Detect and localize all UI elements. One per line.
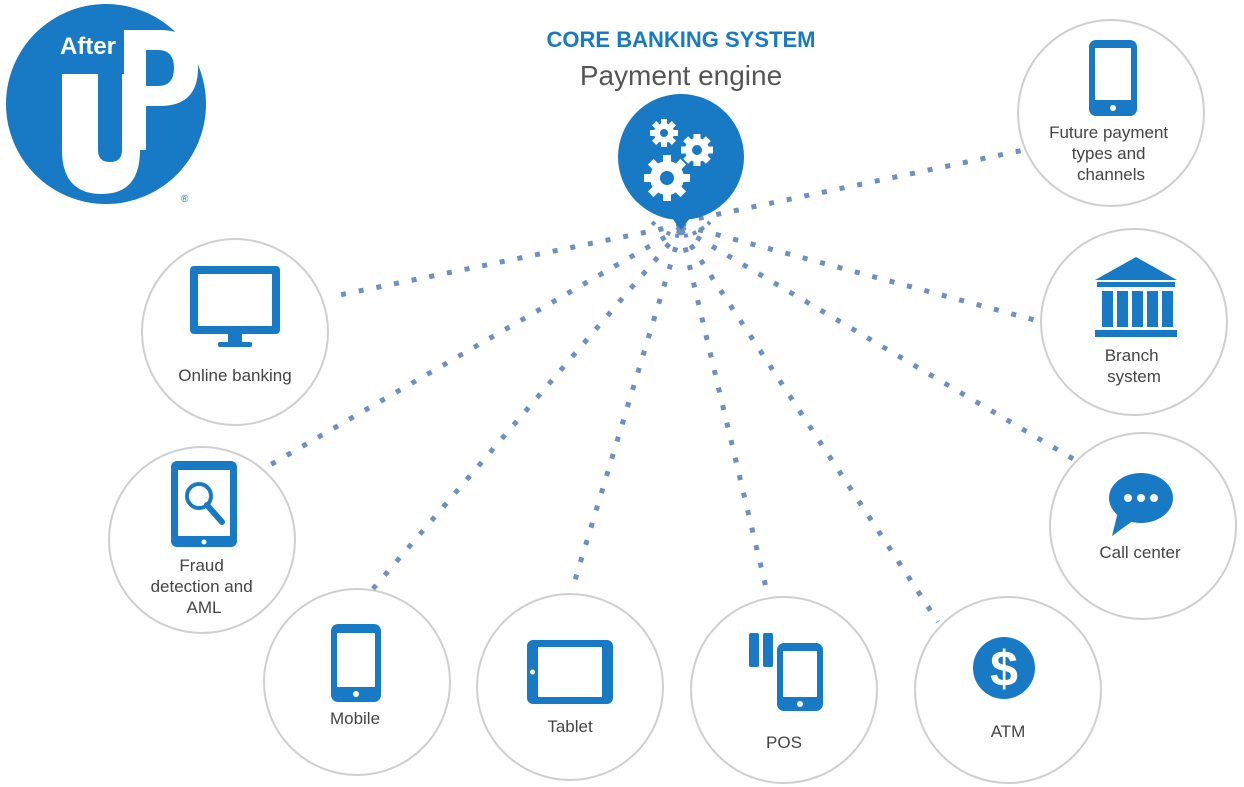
node-fraud-detection: Fraud detection and AML xyxy=(108,446,296,634)
connector-future-payment xyxy=(680,147,1025,225)
diagram-subtitle: Payment engine xyxy=(580,60,782,91)
chat-bubble-icon xyxy=(1109,473,1173,536)
logo-word: After xyxy=(60,33,116,60)
node-future-payment: Future payment types and channels xyxy=(1017,19,1205,207)
connector-online-banking xyxy=(329,222,682,300)
hub-pointer xyxy=(672,218,690,230)
pos-terminal-icon xyxy=(749,633,823,711)
node-tablet: Tablet xyxy=(476,593,664,781)
gears-icon xyxy=(644,119,713,201)
node-pos: POS xyxy=(690,596,878,784)
logo-letter-u xyxy=(62,74,140,194)
tablet-search-icon xyxy=(171,461,237,547)
node-label: Tablet xyxy=(547,717,593,736)
node-call-center: Call center xyxy=(1049,432,1237,620)
monitor-icon xyxy=(190,266,280,347)
node-label: ATM xyxy=(991,722,1026,741)
connector-atm xyxy=(678,228,941,624)
logo-letter-p xyxy=(124,30,198,150)
logo-registered-mark: ® xyxy=(181,194,189,205)
logo-circle xyxy=(6,4,206,204)
bank-building-icon xyxy=(1095,257,1177,337)
node-label: Future payment types and channels xyxy=(1049,123,1173,184)
connector-call-center xyxy=(679,225,1077,463)
node-mobile: Mobile xyxy=(263,588,451,776)
hub-circle xyxy=(618,94,744,220)
node-label: Fraud detection and AML xyxy=(151,556,258,617)
node-label: Online banking xyxy=(178,366,291,385)
node-label: Mobile xyxy=(330,709,380,728)
svg-text:$: $ xyxy=(990,641,1018,697)
afterup-logo: After ® xyxy=(6,4,206,205)
connector-pos xyxy=(678,229,771,597)
connector-lines xyxy=(268,147,1077,624)
connector-mobile xyxy=(370,228,683,592)
connector-fraud-detection xyxy=(268,225,683,468)
smartphone-icon xyxy=(1089,40,1137,116)
node-label: POS xyxy=(766,733,802,752)
node-online-banking: Online banking xyxy=(141,238,329,426)
node-label: Call center xyxy=(1099,543,1181,562)
connector-branch-system xyxy=(680,222,1043,325)
node-circle xyxy=(1049,432,1237,620)
diagram-title: CORE BANKING SYSTEM xyxy=(547,27,816,52)
tablet-landscape-icon xyxy=(527,640,613,704)
payment-engine-hub xyxy=(618,94,744,230)
node-branch-system: Branch system xyxy=(1040,228,1228,416)
node-atm: $ ATM xyxy=(914,596,1102,784)
phone-icon xyxy=(331,624,381,702)
node-label: Branch system xyxy=(1105,346,1164,386)
dollar-icon: $ xyxy=(973,637,1035,699)
